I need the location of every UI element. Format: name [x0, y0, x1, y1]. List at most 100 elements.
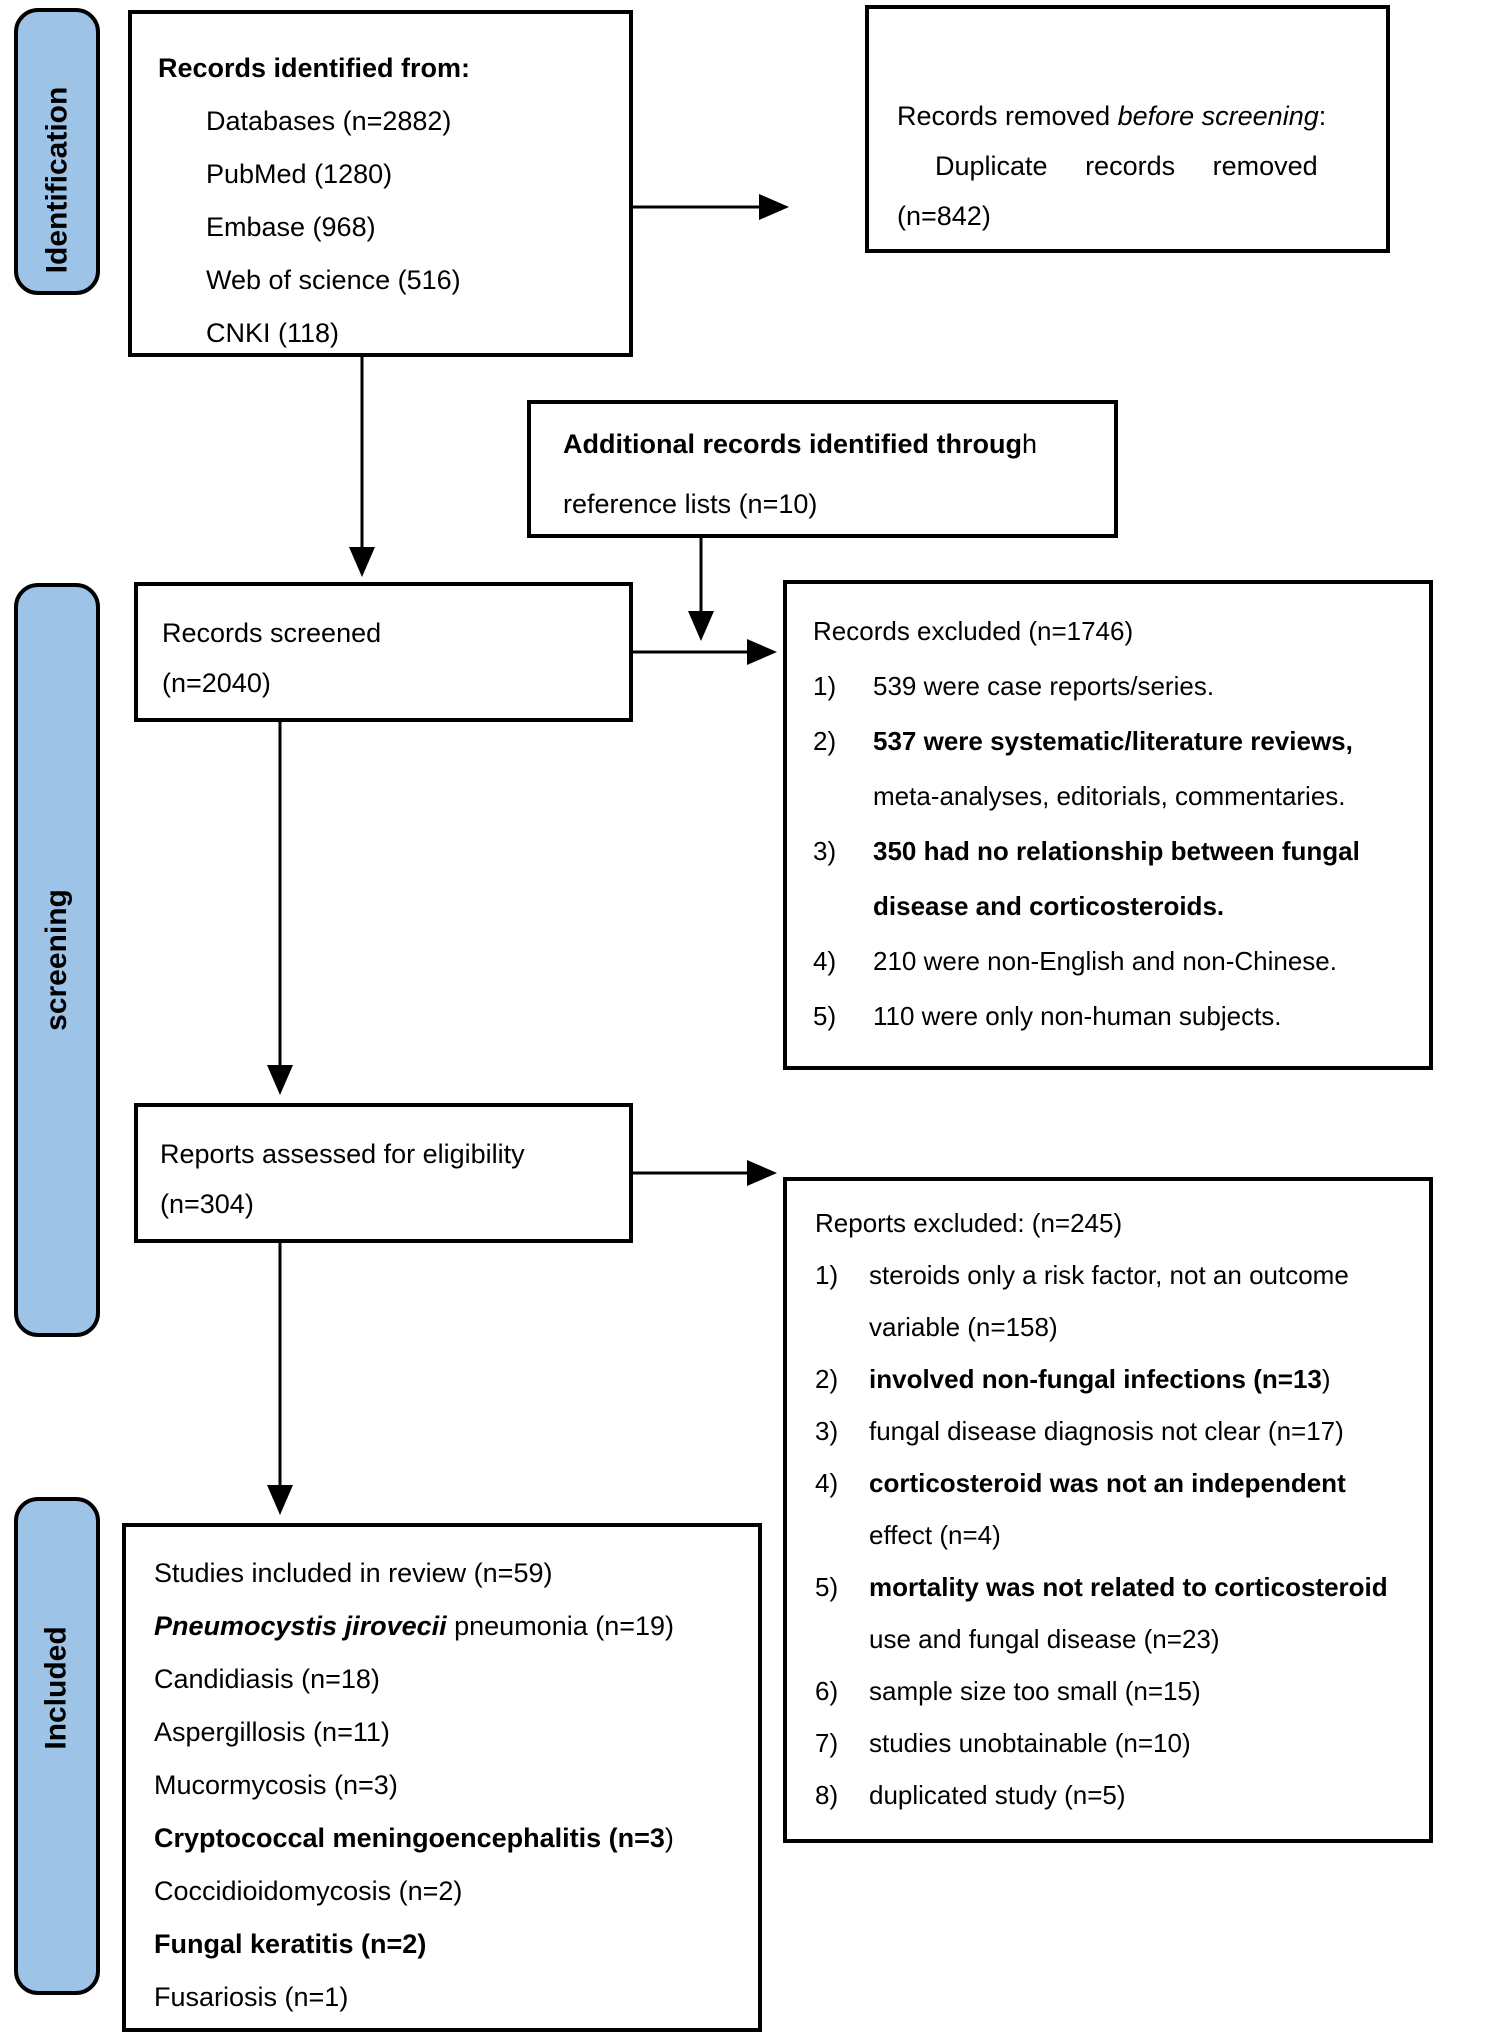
- stage-bar-included: Included: [14, 1497, 100, 1995]
- exclusion-reason-list: 1)steroids only a risk factor, not an ou…: [815, 1249, 1417, 1821]
- text-line: 539 were case reports/series.: [873, 659, 1415, 714]
- text-segment: effect (n=4): [869, 1520, 1001, 1550]
- text-segment: involved non-fungal infections (n=13: [869, 1364, 1322, 1394]
- text-line: Pneumocystis jirovecii pneumonia (n=19): [154, 1600, 748, 1653]
- numbered-item: 1)steroids only a risk factor, not an ou…: [815, 1249, 1417, 1353]
- stage-label-identification: Identification: [40, 86, 74, 273]
- text-segment: :: [1318, 101, 1327, 131]
- text-segment: before screening: [1117, 101, 1319, 131]
- text-line: Additional records identified through: [563, 414, 1104, 474]
- numbered-item: 6) sample size too small (n=15): [815, 1665, 1417, 1717]
- text-line: Records screened: [162, 618, 382, 648]
- text-segment: mortality was not related to corticoster…: [869, 1572, 1388, 1602]
- text-segment: ): [664, 1823, 674, 1853]
- text-line: steroids only a risk factor, not an outc…: [869, 1249, 1417, 1301]
- text-line: CNKI (118): [206, 318, 340, 348]
- exclusion-reason-list: 1) 539 were case reports/series. 2) 537 wer…: [813, 659, 1415, 1044]
- item-number: 2): [813, 726, 837, 756]
- text-line: reference lists (n=10): [563, 474, 1104, 534]
- text-line: disease and corticosteroids.: [873, 879, 1415, 934]
- text-line: effect (n=4): [869, 1509, 1417, 1561]
- text-segment: fungal disease diagnosis not clear (n=17…: [869, 1416, 1344, 1446]
- text-line: Web of science (516): [206, 265, 461, 295]
- text-segment: Aspergillosis (n=11): [154, 1717, 390, 1747]
- text-segment: use and fungal disease (n=23): [869, 1624, 1220, 1654]
- text-line: 210 were non-English and non-Chinese.: [873, 934, 1415, 989]
- item-text: mortality was not related to corticoster…: [869, 1561, 1417, 1665]
- item-text: corticosteroid was not an independent eff…: [869, 1457, 1417, 1561]
- numbered-item: 5) 110 were only non-human subjects.: [813, 989, 1415, 1044]
- text-segment: Candidiasis (n=18): [154, 1664, 380, 1694]
- box-title: Records identified from:: [158, 53, 471, 83]
- text-segment: pneumonia (n=19): [446, 1611, 675, 1641]
- text-segment: 350 had no relationship between fungal: [873, 836, 1360, 866]
- item-text: steroids only a risk factor, not an outc…: [869, 1249, 1417, 1353]
- box-reports-excluded: Reports excluded: (n=245) 1)steroids onl…: [783, 1177, 1433, 1843]
- text-segment: variable (n=158): [869, 1312, 1058, 1342]
- text-segment: Additional records identified throug: [563, 429, 1022, 459]
- item-text: 350 had no relationship between fungal di…: [873, 824, 1415, 934]
- text-segment: meta-analyses, editorials, commentaries.: [873, 781, 1346, 811]
- item-number: 1): [813, 671, 837, 701]
- text-segment: Studies included in review (n=59): [154, 1558, 553, 1588]
- item-number: 3): [813, 836, 837, 866]
- numbered-item: 3) 350 had no relationship between fungal…: [813, 824, 1415, 934]
- text-segment: disease and corticosteroids.: [873, 891, 1225, 921]
- text-line: Candidiasis (n=18): [154, 1653, 748, 1706]
- text-line: variable (n=158): [869, 1301, 1417, 1353]
- text-line: duplicated study (n=5): [869, 1769, 1417, 1821]
- text-line: Coccidioidomycosis (n=2): [154, 1865, 748, 1918]
- text-segment: reference lists (n=10): [563, 489, 818, 519]
- text-line: Reports assessed for eligibility: [160, 1139, 525, 1169]
- box-records-excluded: Records excluded (n=1746) 1) 539 were cas…: [783, 580, 1433, 1070]
- item-text: 110 were only non-human subjects.: [873, 989, 1415, 1044]
- text-segment: ): [1321, 1364, 1331, 1394]
- text-segment: Records removed: [897, 101, 1118, 131]
- text-line: fungal disease diagnosis not clear (n=17…: [869, 1405, 1417, 1457]
- text-segment: studies unobtainable (n=10): [869, 1728, 1191, 1758]
- stage-bar-identification: Identification: [14, 8, 100, 295]
- text-line: corticosteroid was not an independent: [869, 1457, 1417, 1509]
- text-segment: h: [1022, 429, 1038, 459]
- text-segment: corticosteroid was not an independent: [869, 1468, 1346, 1498]
- text-segment: Cryptococcal meningoencephalitis (n=3: [154, 1823, 665, 1853]
- item-number: 6): [815, 1676, 839, 1706]
- text-segment: 537 were systematic/literature reviews,: [873, 726, 1353, 756]
- numbered-item: 4)210 were non-English and non-Chinese.: [813, 934, 1415, 989]
- text-segment: steroids only a risk factor, not an outc…: [869, 1260, 1349, 1290]
- text-segment: Pneumocystis jirovecii: [154, 1611, 447, 1641]
- item-number: 5): [813, 1001, 837, 1031]
- text-segment: Fungal keratitis (n=2): [154, 1929, 427, 1959]
- text-segment: 210 were non-English and non-Chinese.: [873, 946, 1337, 976]
- text-line: mortality was not related to corticoster…: [869, 1561, 1417, 1613]
- box-reports-assessed: Reports assessed for eligibility (n=304): [134, 1103, 633, 1243]
- item-text: involved non-fungal infections (n=13): [869, 1353, 1417, 1405]
- text-segment: sample size too small (n=15): [869, 1676, 1201, 1706]
- item-number: 2): [815, 1364, 839, 1394]
- stage-label-included: Included: [40, 1626, 73, 1750]
- numbered-item: 1) 539 were case reports/series.: [813, 659, 1415, 714]
- text-line: PubMed (1280): [206, 159, 393, 189]
- box-title: Records excluded (n=1746): [813, 616, 1134, 646]
- text-line: use and fungal disease (n=23): [869, 1613, 1417, 1665]
- included-studies-list: Studies included in review (n=59) Pneumoc…: [154, 1547, 748, 2024]
- text-line: Studies included in review (n=59): [154, 1547, 748, 1600]
- stage-bar-screening: screening: [14, 583, 100, 1337]
- item-text: 537 were systematic/literature reviews, m…: [873, 714, 1415, 824]
- text-segment: 110 were only non-human subjects.: [873, 1001, 1282, 1031]
- text-line: (n=304): [160, 1189, 254, 1219]
- item-number: 3): [815, 1416, 839, 1446]
- item-text: fungal disease diagnosis not clear (n=17…: [869, 1405, 1417, 1457]
- text-line: Aspergillosis (n=11): [154, 1706, 748, 1759]
- box-title: Reports excluded: (n=245): [815, 1208, 1123, 1238]
- text-segment: duplicated study (n=5): [869, 1780, 1126, 1810]
- text-line: Databases (n=2882): [206, 106, 452, 136]
- item-text: 539 were case reports/series.: [873, 659, 1415, 714]
- text-line: Cryptococcal meningoencephalitis (n=3): [154, 1812, 748, 1865]
- stage-label-screening: screening: [40, 889, 74, 1031]
- text-line: involved non-fungal infections (n=13): [869, 1353, 1417, 1405]
- text-line: studies unobtainable (n=10): [869, 1717, 1417, 1769]
